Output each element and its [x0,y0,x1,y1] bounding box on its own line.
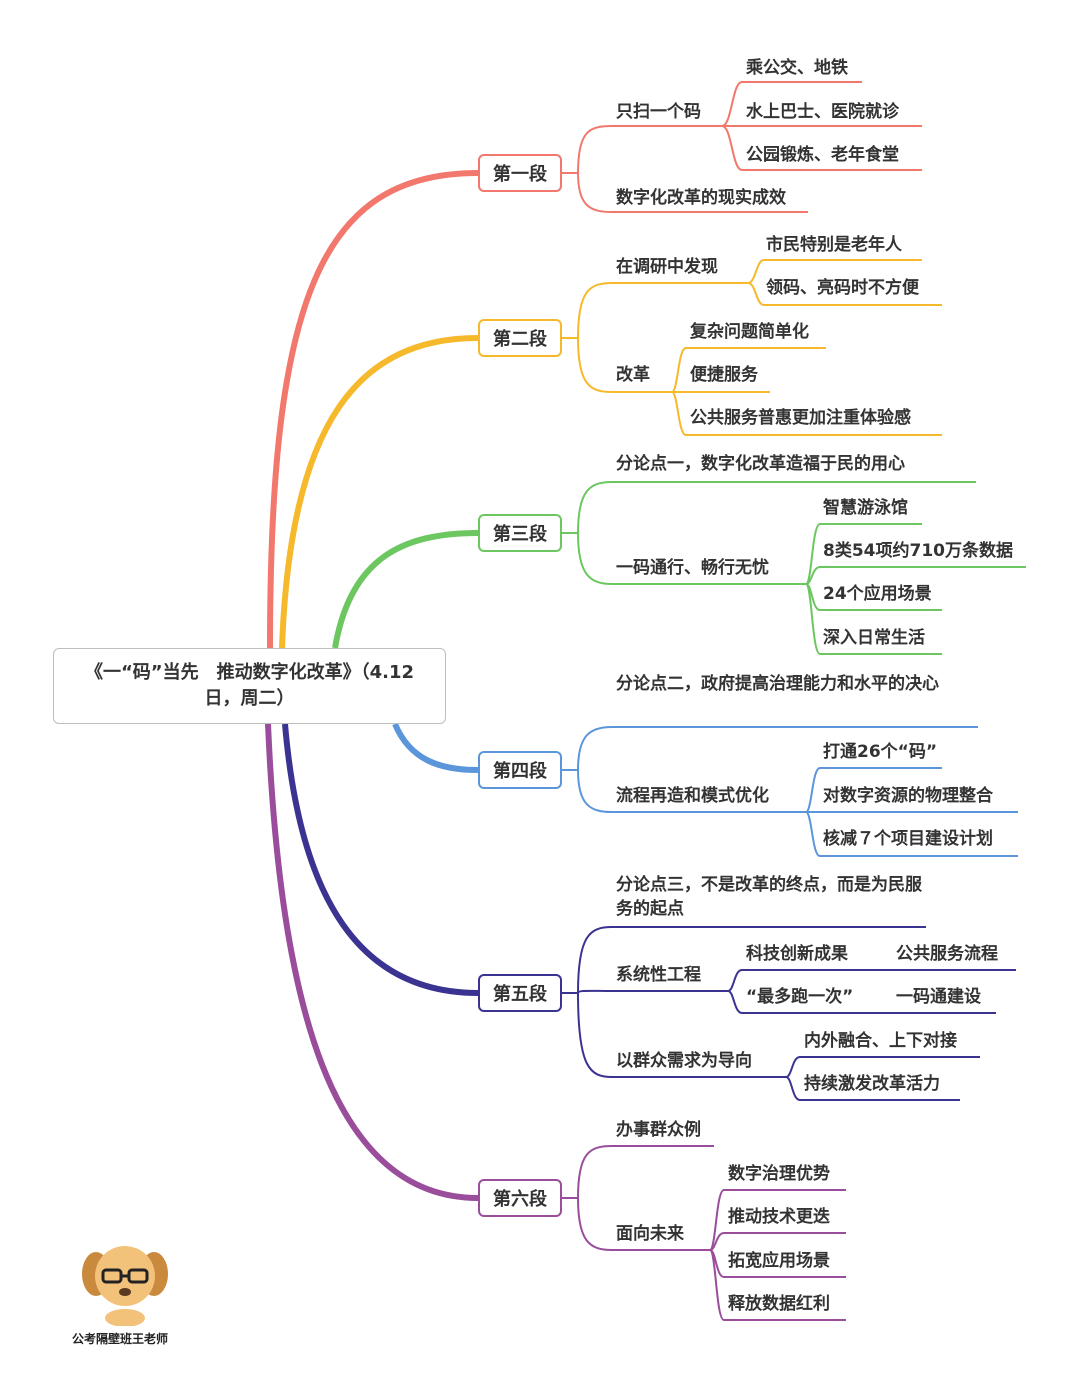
section-label: 第二段 [493,329,547,350]
branch-section-5 [282,723,479,996]
leaf-label: 公园锻炼、老年食堂 [746,145,899,165]
topic-label: 数字化改革的现实成效 [616,188,786,208]
root-topic: 《一“码”当先 推动数字化改革》（4.12日，周二） [53,648,446,724]
leaf-label: 数字治理优势 [728,1164,830,1184]
topic-label: 一码通行、畅行无忧 [616,558,769,578]
leaf-label: 市民特别是老年人 [766,235,902,255]
leaf-label: 持续激发改革活力 [804,1074,940,1094]
leaf-label: 一码通建设 [896,987,981,1007]
leaf-label: 打通26个“码” [823,742,938,762]
leaf-label: 对数字资源的物理整合 [823,786,993,806]
leaf-label: 深入日常生活 [823,628,925,648]
section-node-5: 第五段 [478,974,562,1012]
section-5-links [562,926,1016,1101]
branch-section-4 [392,722,479,773]
branch-section-2 [279,335,479,649]
topic-label: 只扫一个码 [616,102,701,122]
section-label: 第四段 [493,761,547,782]
section-node-6: 第六段 [478,1179,562,1217]
section-label: 第五段 [493,984,547,1005]
leaf-label: 科技创新成果 [746,944,848,964]
section-1-links [562,81,922,213]
topic-label: 面向未来 [616,1224,684,1244]
section-label: 第六段 [493,1189,547,1210]
leaf-label: 公共服务普惠更加注重体验感 [690,408,911,428]
topic-label: 改革 [616,365,650,385]
section-3-links [562,481,1026,655]
branch-section-3 [332,530,479,649]
topic-label: 分论点一，数字化改革造福于民的用心 [616,454,905,474]
section-6-links [562,1145,846,1321]
section-node-1: 第一段 [478,154,562,192]
leaf-label: 智慧游泳馆 [823,498,908,518]
branch-section-1 [267,170,479,649]
leaf-label: 8类54项约710万条数据 [823,541,1013,561]
leaf-label: 拓宽应用场景 [728,1251,830,1271]
leaf-label: 内外融合、上下对接 [804,1031,957,1051]
leaf-label: “最多跑一次” [746,987,854,1007]
leaf-label: 推动技术更迭 [728,1207,830,1227]
leaf-label: 释放数据红利 [728,1294,830,1314]
watermark-text: 公考隔壁班王老师 [72,1332,169,1346]
branch-section-6 [265,723,479,1201]
leaf-label: 领码、亮码时不方便 [766,278,919,298]
leaf-label: 复杂问题简单化 [690,322,809,342]
topic-label: 以群众需求为导向 [616,1051,752,1071]
section-label: 第三段 [493,524,547,545]
section-4-links [562,726,1018,857]
leaf-label: 便捷服务 [690,365,758,385]
section-label: 第一段 [493,164,547,185]
topic-label: 办事群众例 [616,1120,701,1140]
topic-label: 分论点三，不是改革的终点，而是为民服务的起点 [616,875,922,919]
section-node-4: 第四段 [478,751,562,789]
topic-label: 系统性工程 [616,965,701,985]
leaf-label: 公共服务流程 [896,944,998,964]
topic-label: 分论点二，政府提高治理能力和水平的决心 [616,674,939,694]
section-node-2: 第二段 [478,319,562,357]
section-node-3: 第三段 [478,514,562,552]
root-title: 《一“码”当先 推动数字化改革》（4.12日，周二） [84,662,415,709]
section-2-links [562,259,942,436]
leaf-label: 24个应用场景 [823,584,932,604]
topic-label: 流程再造和模式优化 [616,786,769,806]
leaf-label: 乘公交、地铁 [746,58,848,78]
dog-teacher-mascot-icon [82,1246,168,1326]
topic-label: 在调研中发现 [616,257,718,277]
leaf-label: 水上巴士、医院就诊 [746,102,899,122]
leaf-label: 核减７个项目建设计划 [823,829,993,849]
